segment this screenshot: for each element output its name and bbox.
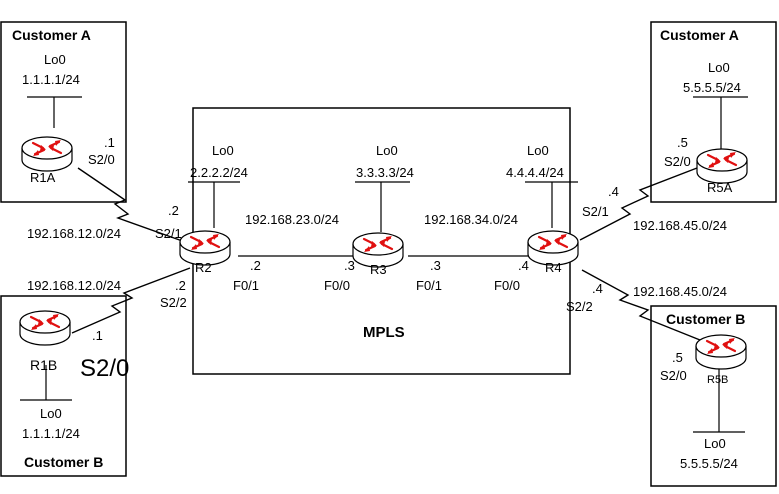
r3-lo-label: Lo0 xyxy=(376,143,398,158)
r1a-intf: S2/0 xyxy=(88,152,115,167)
r3-intf-left: F0/0 xyxy=(324,278,350,293)
customer-a-right-box xyxy=(650,21,777,203)
router-r5b[interactable] xyxy=(694,333,748,371)
r4-lo-addr: 4.4.4.4/24 xyxy=(506,165,564,180)
link-r1a-r2 xyxy=(77,167,189,244)
r4-intf-left: F0/0 xyxy=(494,278,520,293)
customer-b-left-title: Customer B xyxy=(24,454,103,470)
r5b-lo-addr: 5.5.5.5/24 xyxy=(680,456,738,471)
r4-ip-top: .4 xyxy=(608,184,619,199)
subnet-r4-r5a: 192.168.45.0/24 xyxy=(633,218,727,233)
r1b-lo-label: Lo0 xyxy=(40,406,62,421)
r4-ip-bottom: .4 xyxy=(592,281,603,296)
link-r1b-r2 xyxy=(71,267,191,334)
r5b-name: R5B xyxy=(707,374,728,386)
r5b-lo-label: Lo0 xyxy=(704,436,726,451)
r3-name: R3 xyxy=(370,262,387,277)
router-r5a[interactable] xyxy=(695,147,749,185)
r2-lo-label: Lo0 xyxy=(212,143,234,158)
subnet-r1b-r2: 192.168.12.0/24 xyxy=(27,278,121,293)
r2-ip-right: .2 xyxy=(250,258,261,273)
r3-intf-right: F0/1 xyxy=(416,278,442,293)
subnet-r1a-r2: 192.168.12.0/24 xyxy=(27,226,121,241)
customer-a-left-box xyxy=(0,21,127,203)
subnet-r2-r3: 192.168.23.0/24 xyxy=(245,212,339,227)
r5a-intf: S2/0 xyxy=(664,154,691,169)
link-r4-r5a xyxy=(579,167,698,241)
r1a-lo-label: Lo0 xyxy=(44,52,66,67)
router-r1a[interactable] xyxy=(20,135,74,173)
r3-ip-right: .3 xyxy=(430,258,441,273)
customer-b-right-box xyxy=(650,305,777,487)
r2-ip-bottom: .2 xyxy=(175,278,186,293)
r2-lo-addr: 2.2.2.2/24 xyxy=(190,165,248,180)
subnet-r3-r4: 192.168.34.0/24 xyxy=(424,212,518,227)
r1a-lo-addr: 1.1.1.1/24 xyxy=(22,72,80,87)
r1b-lo-addr: 1.1.1.1/24 xyxy=(22,426,80,441)
r4-ip-left: .4 xyxy=(518,258,529,273)
r3-lo-addr: 3.3.3.3/24 xyxy=(356,165,414,180)
r4-intf-bottom: S2/2 xyxy=(566,299,593,314)
r5a-ip: .5 xyxy=(677,135,688,150)
subnet-r4-r5b: 192.168.45.0/24 xyxy=(633,284,727,299)
r2-intf-top: S2/1 xyxy=(155,226,182,241)
r5a-lo-addr: 5.5.5.5/24 xyxy=(683,80,741,95)
r4-name: R4 xyxy=(545,260,562,275)
r5a-lo-label: Lo0 xyxy=(708,60,730,75)
r5a-name: R5A xyxy=(707,180,733,195)
r2-ip-top: .2 xyxy=(168,203,179,218)
customer-a-left-title: Customer A xyxy=(12,27,91,43)
r1b-intf: S2/0 xyxy=(80,355,129,382)
link-r4-r5b xyxy=(581,269,701,341)
r1a-name: R1A xyxy=(30,170,56,185)
mpls-label: MPLS xyxy=(363,324,405,341)
r5b-intf: S2/0 xyxy=(660,368,687,383)
customer-b-right-title: Customer B xyxy=(666,311,745,327)
r2-intf-right: F0/1 xyxy=(233,278,259,293)
r2-intf-bottom: S2/2 xyxy=(160,295,187,310)
r3-ip-left: .3 xyxy=(344,258,355,273)
customer-b-left-box xyxy=(0,295,127,477)
r2-name: R2 xyxy=(195,260,212,275)
router-r1b[interactable] xyxy=(18,309,72,347)
r1a-ip: .1 xyxy=(104,135,115,150)
r4-lo-label: Lo0 xyxy=(527,143,549,158)
r1b-ip: .1 xyxy=(92,328,103,343)
r4-intf-top: S2/1 xyxy=(582,204,609,219)
customer-a-right-title: Customer A xyxy=(660,27,739,43)
r1b-name: R1B xyxy=(30,357,57,373)
r5b-ip: .5 xyxy=(672,350,683,365)
